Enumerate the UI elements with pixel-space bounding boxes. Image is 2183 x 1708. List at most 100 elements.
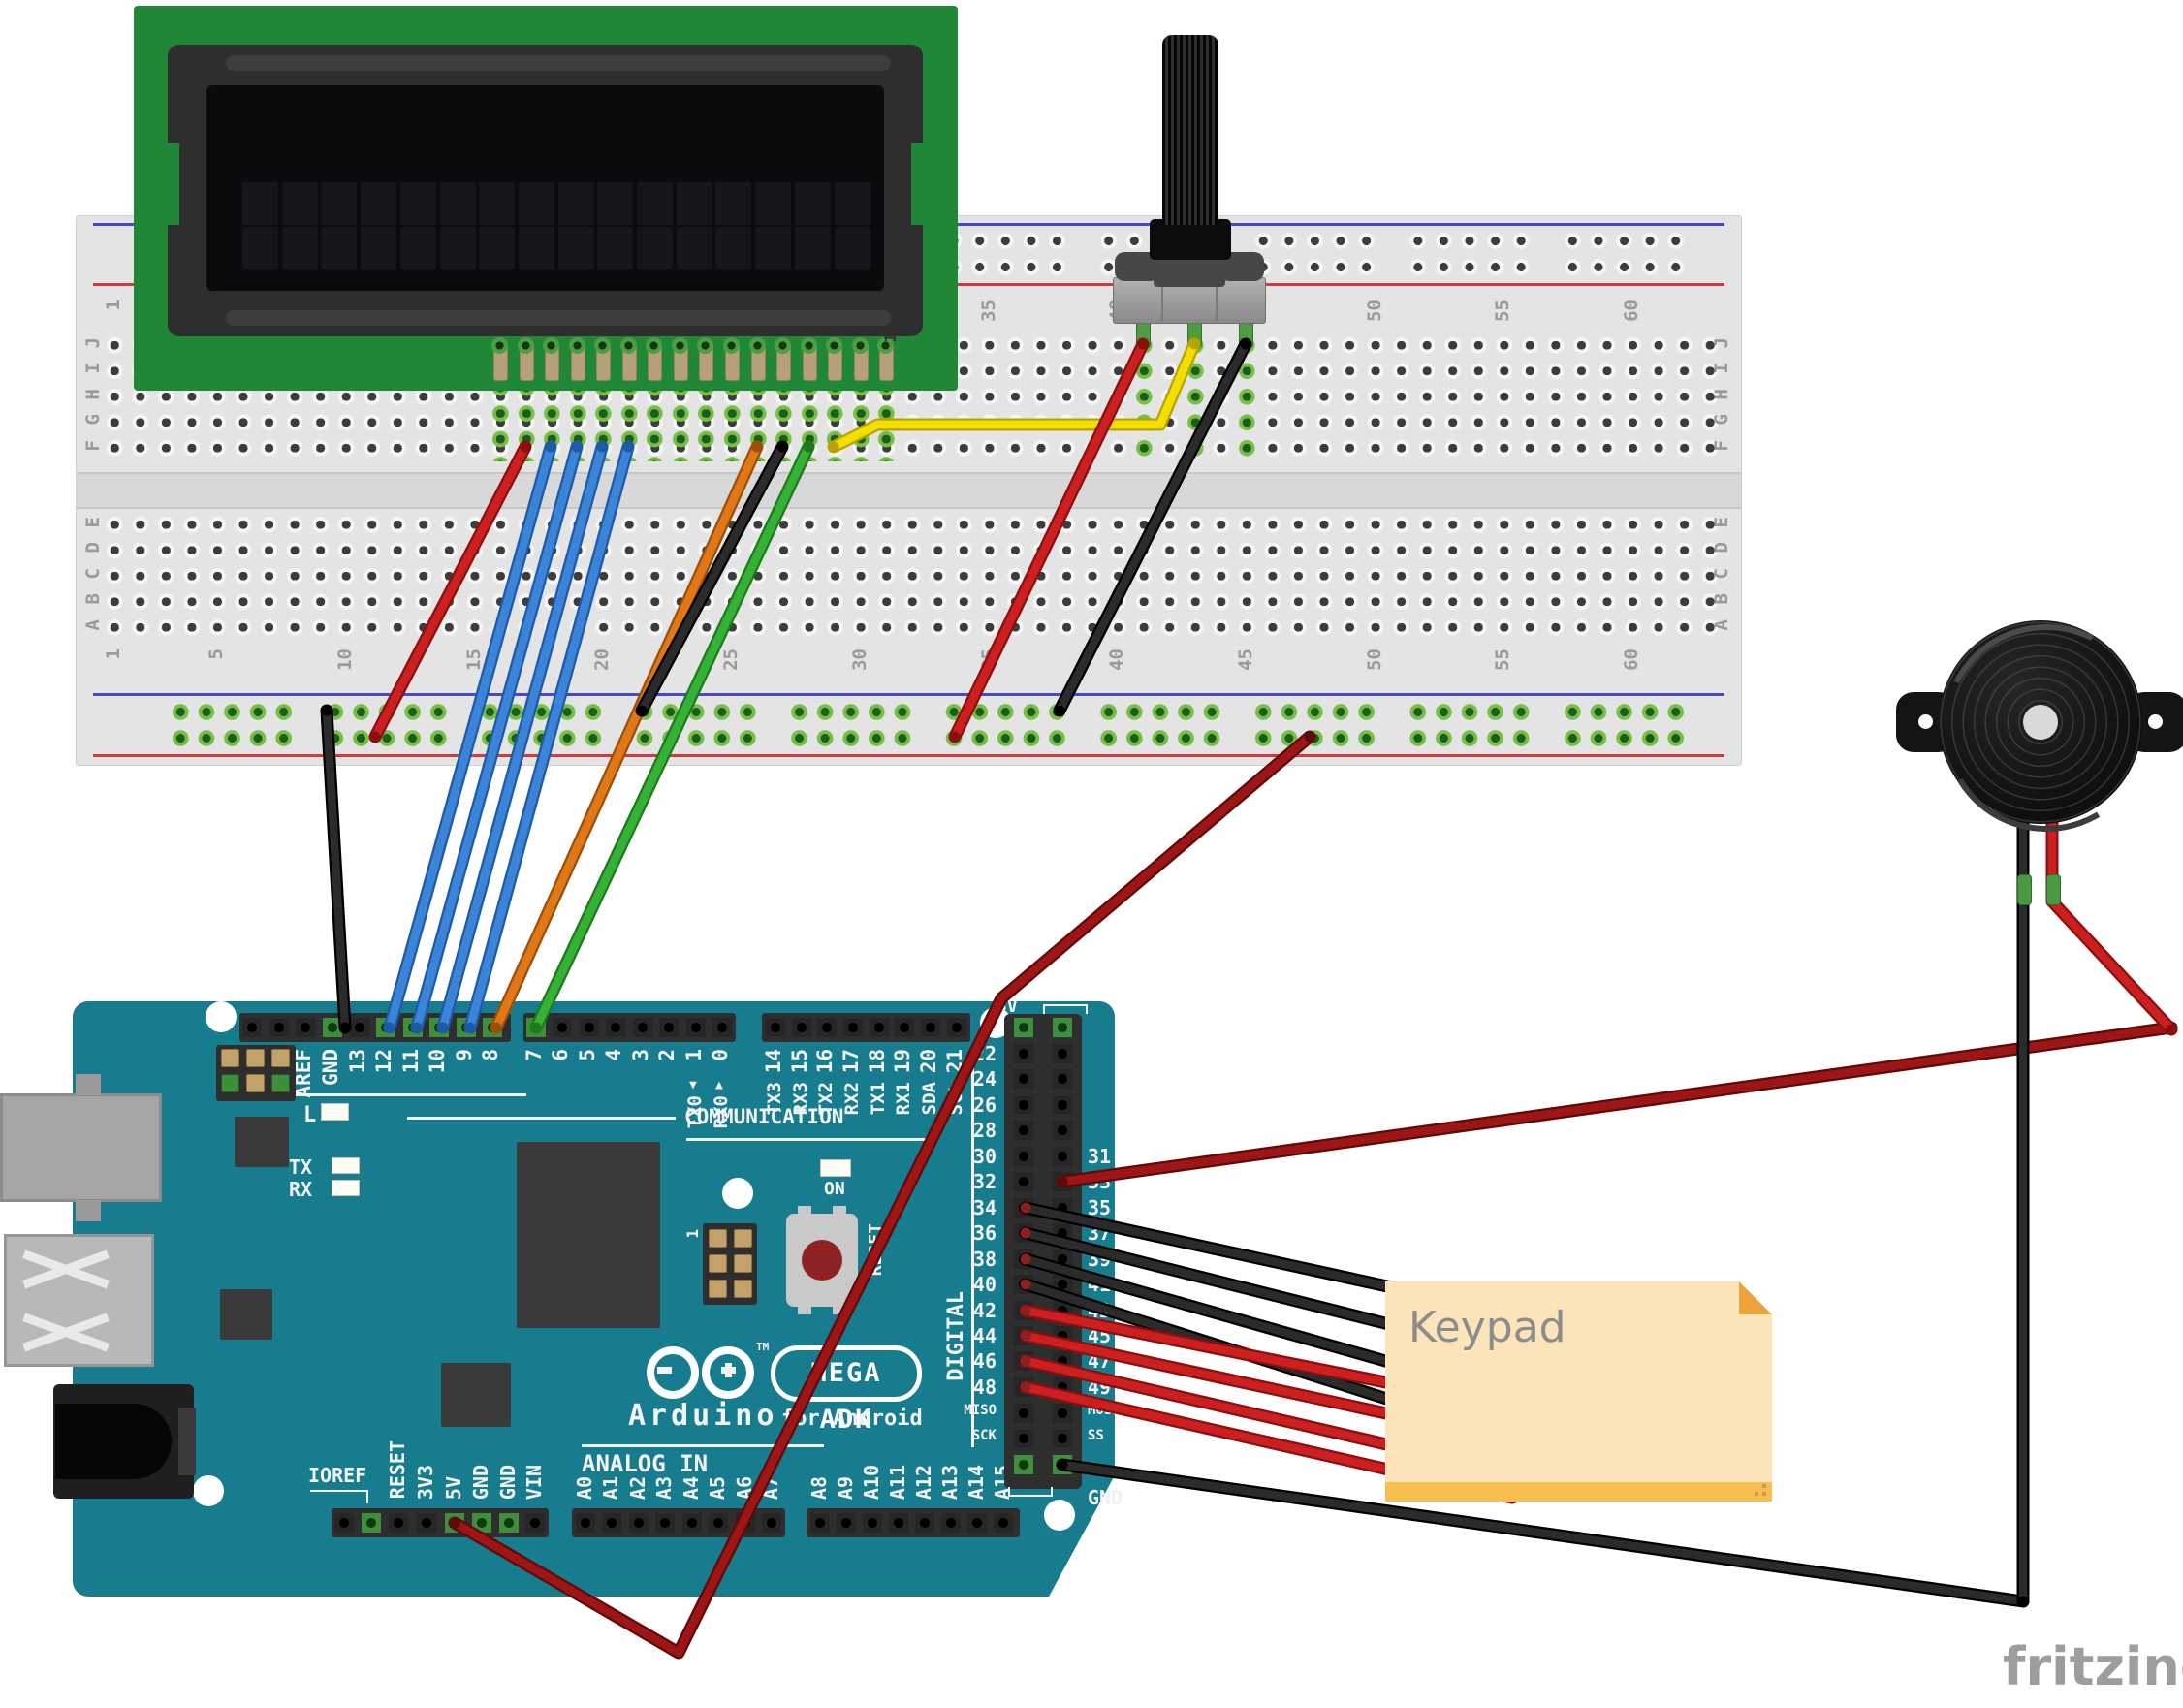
power-pin-nc[interactable] [334,1513,354,1533]
header-pin-3[interactable] [633,1018,652,1037]
analog-pin-A13[interactable] [941,1513,961,1533]
keypad-wire-pin42-tip[interactable] [1020,1305,1031,1316]
analog-pin-A3[interactable] [655,1513,675,1533]
wire-lcd-rs-pin7-tip[interactable] [803,441,814,453]
lcd-pin-pad[interactable] [876,337,894,354]
header-pin-1[interactable] [686,1018,706,1037]
keypad-wire-pin36-tip[interactable] [1020,1227,1031,1239]
header-pin-nc[interactable] [242,1018,262,1037]
power-pin-RESET[interactable] [389,1513,408,1533]
note-resize-grip[interactable] [1755,1492,1758,1496]
icsp-pad[interactable] [246,1074,265,1092]
power-pin-VIN[interactable] [525,1513,545,1533]
lcd-pin-pad[interactable] [696,337,713,354]
mega-pin-right-SS[interactable] [1053,1429,1072,1448]
wire-lcd-d6-pin11[interactable] [412,442,582,1032]
header-pin-GND[interactable] [323,1018,342,1037]
header-pin-AREF[interactable] [296,1018,315,1037]
header-pin-17[interactable] [843,1018,863,1037]
icsp-pad[interactable] [246,1049,265,1067]
lcd-pin-pad[interactable] [800,337,817,354]
lcd-pin-pad[interactable] [619,337,637,354]
wire-pot-to-positive-rail-tip[interactable] [1137,338,1149,350]
wire-pot-to-positive-rail-tip[interactable] [949,731,961,743]
wire-5v-to-rail[interactable] [448,730,1316,1660]
wire-gnd-to-buzzer-tip[interactable] [1057,1459,1068,1471]
wire-lcd-d5-pin10[interactable] [438,442,607,1032]
header-pin-5[interactable] [580,1018,599,1037]
main-grid-lower-holes[interactable] [101,511,1724,641]
power-pin-3V3[interactable] [417,1513,436,1533]
header-pin-4[interactable] [606,1018,625,1037]
mega-pin-left-28[interactable] [1014,1121,1033,1140]
lcd-pin-pad[interactable] [851,337,869,354]
icsp-pad[interactable] [734,1229,752,1248]
keypad-wire-pin38-tip[interactable] [1020,1253,1031,1265]
lcd-pin-pad[interactable] [671,337,688,354]
mega-pin-right-31[interactable] [1053,1147,1072,1166]
lcd-pin-pad[interactable] [490,337,508,354]
wire-lcd-d5-pin10-tip[interactable] [596,441,608,453]
wire-pot-to-ground-rail[interactable] [1055,339,1250,715]
header-pin-6[interactable] [553,1018,572,1037]
wire-pot-wiper-lcd-v0-tip[interactable] [828,441,839,453]
header-pin-2[interactable] [659,1018,679,1037]
header-pin-20[interactable] [921,1018,940,1037]
mega-pin-left-22[interactable] [1014,1044,1033,1063]
header-pin-14[interactable] [766,1018,785,1037]
wire-pot-to-ground-rail-tip[interactable] [1054,705,1065,716]
analog-pin-A1[interactable] [602,1513,621,1533]
wire-lcd-d6-pin11-tip[interactable] [411,1022,423,1033]
power-pin-GND[interactable] [472,1513,491,1533]
wire-5v-to-rail-tip[interactable] [449,1517,460,1529]
reset-button[interactable] [802,1240,842,1281]
icsp-pad[interactable] [709,1280,727,1298]
wire-lcd-rs-pin7[interactable] [531,442,813,1032]
keypad-wire-pin48-tip[interactable] [1020,1381,1031,1393]
wire-lcd-rw-gnd-rail-tip[interactable] [776,441,788,453]
mega-pin-right[interactable] [1053,1095,1072,1115]
wire-lcd-rs-pin7-tip[interactable] [530,1022,542,1033]
wire-gnd-rail-to-arduino-tip[interactable] [339,1022,351,1033]
bottom-power-rail-holes[interactable] [168,698,1689,751]
icsp-pad[interactable] [271,1049,290,1067]
power-pin-nc[interactable] [362,1513,381,1533]
wire-pin33-to-buzzer[interactable] [1058,1023,2176,1186]
wire-buzzer-red-lead[interactable] [2047,811,2176,1034]
keypad-note[interactable]: Keypad [1385,1281,1772,1502]
wire-5v-to-rail-tip[interactable] [1304,731,1315,743]
wire-lcd-e-pin8[interactable] [491,442,762,1032]
analog-pin-A5[interactable] [709,1513,728,1533]
analog-pin-A2[interactable] [629,1513,649,1533]
lcd-pin-pad[interactable] [517,337,534,354]
icsp-pad[interactable] [271,1074,290,1092]
lcd-pin-pad[interactable] [568,337,585,354]
analog-pin-A7[interactable] [762,1513,781,1533]
mega-pin-left-32[interactable] [1014,1172,1033,1191]
header-pin-13[interactable] [350,1018,369,1037]
mega-pin-right[interactable] [1053,1069,1072,1089]
wire-pot-wiper-lcd-v0[interactable] [829,339,1199,452]
wire-pot-to-positive-rail[interactable] [950,339,1148,742]
mega-pin-right[interactable] [1053,1044,1072,1063]
keypad-wire-pin46-tip[interactable] [1020,1355,1031,1367]
wire-pot-to-ground-rail-tip[interactable] [1240,338,1251,350]
analog-pin-A12[interactable] [915,1513,934,1533]
note-resize-grip[interactable] [1762,1484,1766,1488]
mega-pin-left-24[interactable] [1014,1069,1033,1089]
analog-pin-A10[interactable] [863,1513,882,1533]
header-pin-21[interactable] [947,1018,966,1037]
icsp-pad[interactable] [709,1229,727,1248]
mega-pin-right[interactable] [1053,1018,1072,1037]
header-pin-16[interactable] [817,1018,837,1037]
wire-lcd-d4-pin9-tip[interactable] [464,1022,476,1033]
mega-pin-left-MISO[interactable] [1014,1404,1033,1423]
analog-pin-A4[interactable] [682,1513,702,1533]
analog-pin-A9[interactable] [837,1513,856,1533]
analog-pin-A8[interactable] [810,1513,830,1533]
header-pin-15[interactable] [792,1018,811,1037]
wire-lcd-d7-pin12-tip[interactable] [545,441,556,453]
icsp-pad[interactable] [221,1049,239,1067]
lcd-pin-pad[interactable] [722,337,740,354]
